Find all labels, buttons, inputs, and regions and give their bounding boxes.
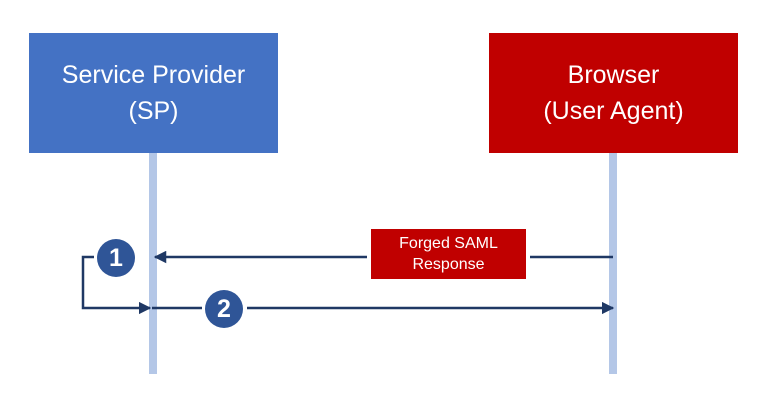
- browser-lifeline: [609, 153, 617, 374]
- step-1-badge: 1: [97, 239, 135, 277]
- service-provider-title: Service Provider: [61, 61, 246, 89]
- step-2-badge: 2: [205, 290, 243, 328]
- browser-title: Browser: [567, 61, 660, 89]
- service-provider-abbrev: (SP): [128, 97, 179, 125]
- message-label-line-1: Forged SAML: [399, 235, 498, 252]
- step-1-number: 1: [109, 243, 123, 272]
- browser-box: Browser (User Agent): [489, 33, 738, 153]
- message-label-line-2: Response: [412, 256, 485, 273]
- browser-subtitle: (User Agent): [543, 97, 684, 125]
- forged-saml-response-label: Forged SAML Response: [371, 229, 526, 279]
- service-provider-box: Service Provider (SP): [29, 33, 278, 153]
- service-provider-lifeline: [149, 153, 157, 374]
- step-loop-connector: [81, 255, 152, 315]
- step-2-number: 2: [217, 294, 231, 323]
